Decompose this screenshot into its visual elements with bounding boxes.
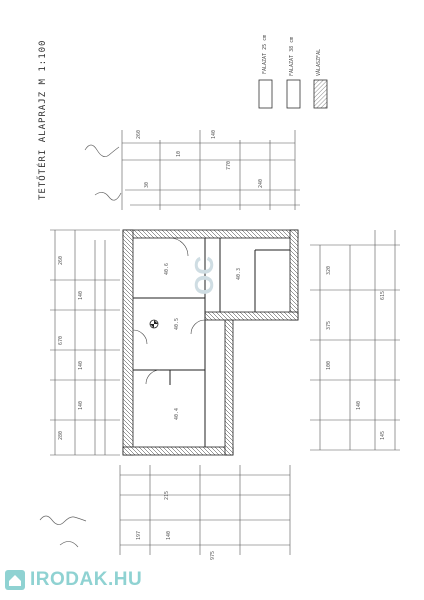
doors xyxy=(132,237,206,385)
legend-box-1 xyxy=(258,79,273,109)
legend-box-2 xyxy=(286,79,301,109)
dimension-top-labels: 260 140 10 770 30 240 xyxy=(136,130,264,188)
watermark: IRODAK.HU xyxy=(4,565,154,595)
watermark-brand: IRODAK.HU xyxy=(30,569,143,590)
dimension-bottom-labels: 197 140 975 215 xyxy=(136,491,216,560)
svg-text:670: 670 xyxy=(58,336,64,345)
house-icon xyxy=(5,570,25,590)
outer-walls xyxy=(122,229,299,456)
svg-text:280: 280 xyxy=(58,431,64,440)
dimension-right-labels: 320 375 100 140 615 145 xyxy=(326,266,386,440)
center-logo: OC xyxy=(189,256,219,295)
svg-text:197: 197 xyxy=(136,531,142,540)
legend-box-3 xyxy=(313,79,328,109)
svg-text:260: 260 xyxy=(136,130,142,139)
svg-text:140: 140 xyxy=(78,401,84,410)
svg-text:260: 260 xyxy=(58,256,64,265)
svg-text:615: 615 xyxy=(380,291,386,300)
svg-text:140: 140 xyxy=(166,531,172,540)
svg-text:140: 140 xyxy=(211,130,217,139)
svg-text:375: 375 xyxy=(326,321,332,330)
svg-text:140: 140 xyxy=(78,291,84,300)
svg-text:100: 100 xyxy=(326,361,332,370)
room-labels: 40.6 40.5 40.4 40.3 xyxy=(164,263,242,420)
svg-text:140: 140 xyxy=(356,401,362,410)
room-label-4: 40.3 xyxy=(236,268,242,280)
north-arrow-icon xyxy=(149,319,159,329)
dimension-bottom xyxy=(119,465,291,555)
inner-walls xyxy=(133,238,290,447)
handwriting-scribble xyxy=(39,144,122,548)
svg-text:975: 975 xyxy=(210,551,216,560)
svg-text:320: 320 xyxy=(326,266,332,275)
dimension-left-labels: 260 670 280 140 140 140 xyxy=(58,256,84,440)
dimension-left xyxy=(50,229,120,456)
svg-text:140: 140 xyxy=(78,361,84,370)
svg-text:145: 145 xyxy=(380,431,386,440)
room-label-2: 40.5 xyxy=(174,318,180,330)
svg-text:30: 30 xyxy=(144,182,150,188)
svg-text:215: 215 xyxy=(164,491,170,500)
svg-text:10: 10 xyxy=(176,151,182,157)
room-label-1: 40.6 xyxy=(164,263,170,275)
svg-text:770: 770 xyxy=(226,161,232,170)
dimension-right xyxy=(310,230,400,451)
room-label-3: 40.4 xyxy=(174,408,180,420)
svg-text:240: 240 xyxy=(258,179,264,188)
dimension-top xyxy=(121,130,300,210)
